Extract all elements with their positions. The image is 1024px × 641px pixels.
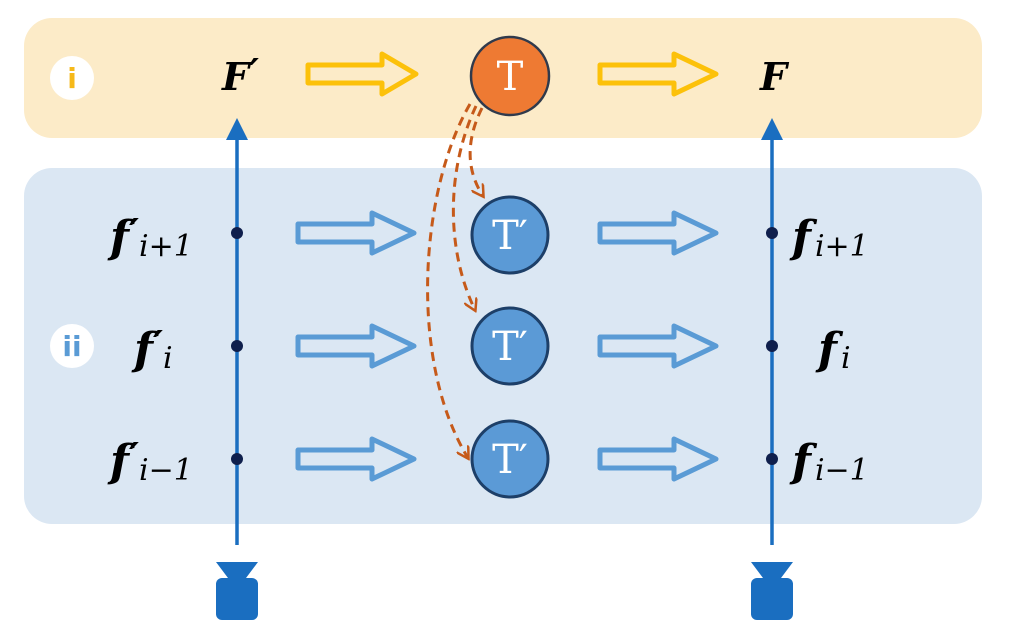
- right-camera-icon: [751, 562, 793, 620]
- node-Tprime-row2: T′: [470, 306, 550, 386]
- left-axis-head: [226, 118, 248, 140]
- node-Tprime-row2-label: T′: [492, 324, 528, 370]
- label-F-prime: F′: [221, 50, 259, 99]
- right-label-row2-sub: i: [841, 341, 851, 376]
- row3-arrow-right: [597, 436, 719, 482]
- row-arrows: [295, 210, 719, 482]
- left-label-row2-sub: i: [163, 341, 173, 376]
- left-label-row1: f′i+1: [107, 210, 193, 264]
- node-Tprime-row1: T′: [470, 195, 550, 275]
- node-Tprime-row3-label: T′: [492, 437, 528, 483]
- dashed-to-row3: [426, 103, 472, 458]
- left-label-row3-sub: i−1: [139, 453, 193, 488]
- top-arrow-left: [305, 51, 419, 97]
- row2-arrow-left: [295, 323, 417, 369]
- row1-arrow-right: [597, 210, 719, 256]
- node-T: T: [469, 35, 551, 117]
- left-dot-mid: [231, 340, 243, 352]
- left-label-row2: f′i: [131, 322, 173, 376]
- right-dot-bottom: [766, 453, 778, 465]
- left-label-row1-sub: i+1: [139, 229, 193, 264]
- dashed-connections: [426, 103, 483, 458]
- label-F: F: [759, 54, 790, 99]
- dashed-to-row2: [451, 105, 476, 310]
- node-Tprime-row3: T′: [470, 419, 550, 499]
- right-label-row1-sub: i+1: [815, 229, 869, 264]
- row1-arrow-left: [295, 210, 417, 256]
- right-dot-mid: [766, 340, 778, 352]
- left-dot-bottom: [231, 453, 243, 465]
- node-Tprime-row1-label: T′: [492, 213, 528, 259]
- top-arrow-right: [597, 51, 719, 97]
- label-F-prime-main: F: [221, 54, 252, 99]
- right-axis-head: [761, 118, 783, 140]
- left-dot-top: [231, 227, 243, 239]
- row3-arrow-left: [295, 436, 417, 482]
- left-label-row1-prime: ′: [129, 210, 139, 255]
- right-label-row3-sub: i−1: [815, 453, 869, 488]
- node-T-label: T: [497, 54, 524, 100]
- left-label-row3: f′i−1: [107, 434, 193, 488]
- left-label-row3-prime: ′: [129, 434, 139, 479]
- right-dot-top: [766, 227, 778, 239]
- left-camera-icon: [216, 562, 258, 620]
- left-label-row2-prime: ′: [153, 322, 163, 367]
- badge-ii-text: ii: [62, 330, 81, 363]
- badge-i: i: [50, 56, 94, 100]
- dashed-to-row1: [468, 107, 483, 196]
- badge-ii: ii: [50, 324, 94, 368]
- row2-arrow-right: [597, 323, 719, 369]
- label-F-prime-mark: ′: [249, 50, 259, 95]
- badge-i-text: i: [67, 62, 77, 95]
